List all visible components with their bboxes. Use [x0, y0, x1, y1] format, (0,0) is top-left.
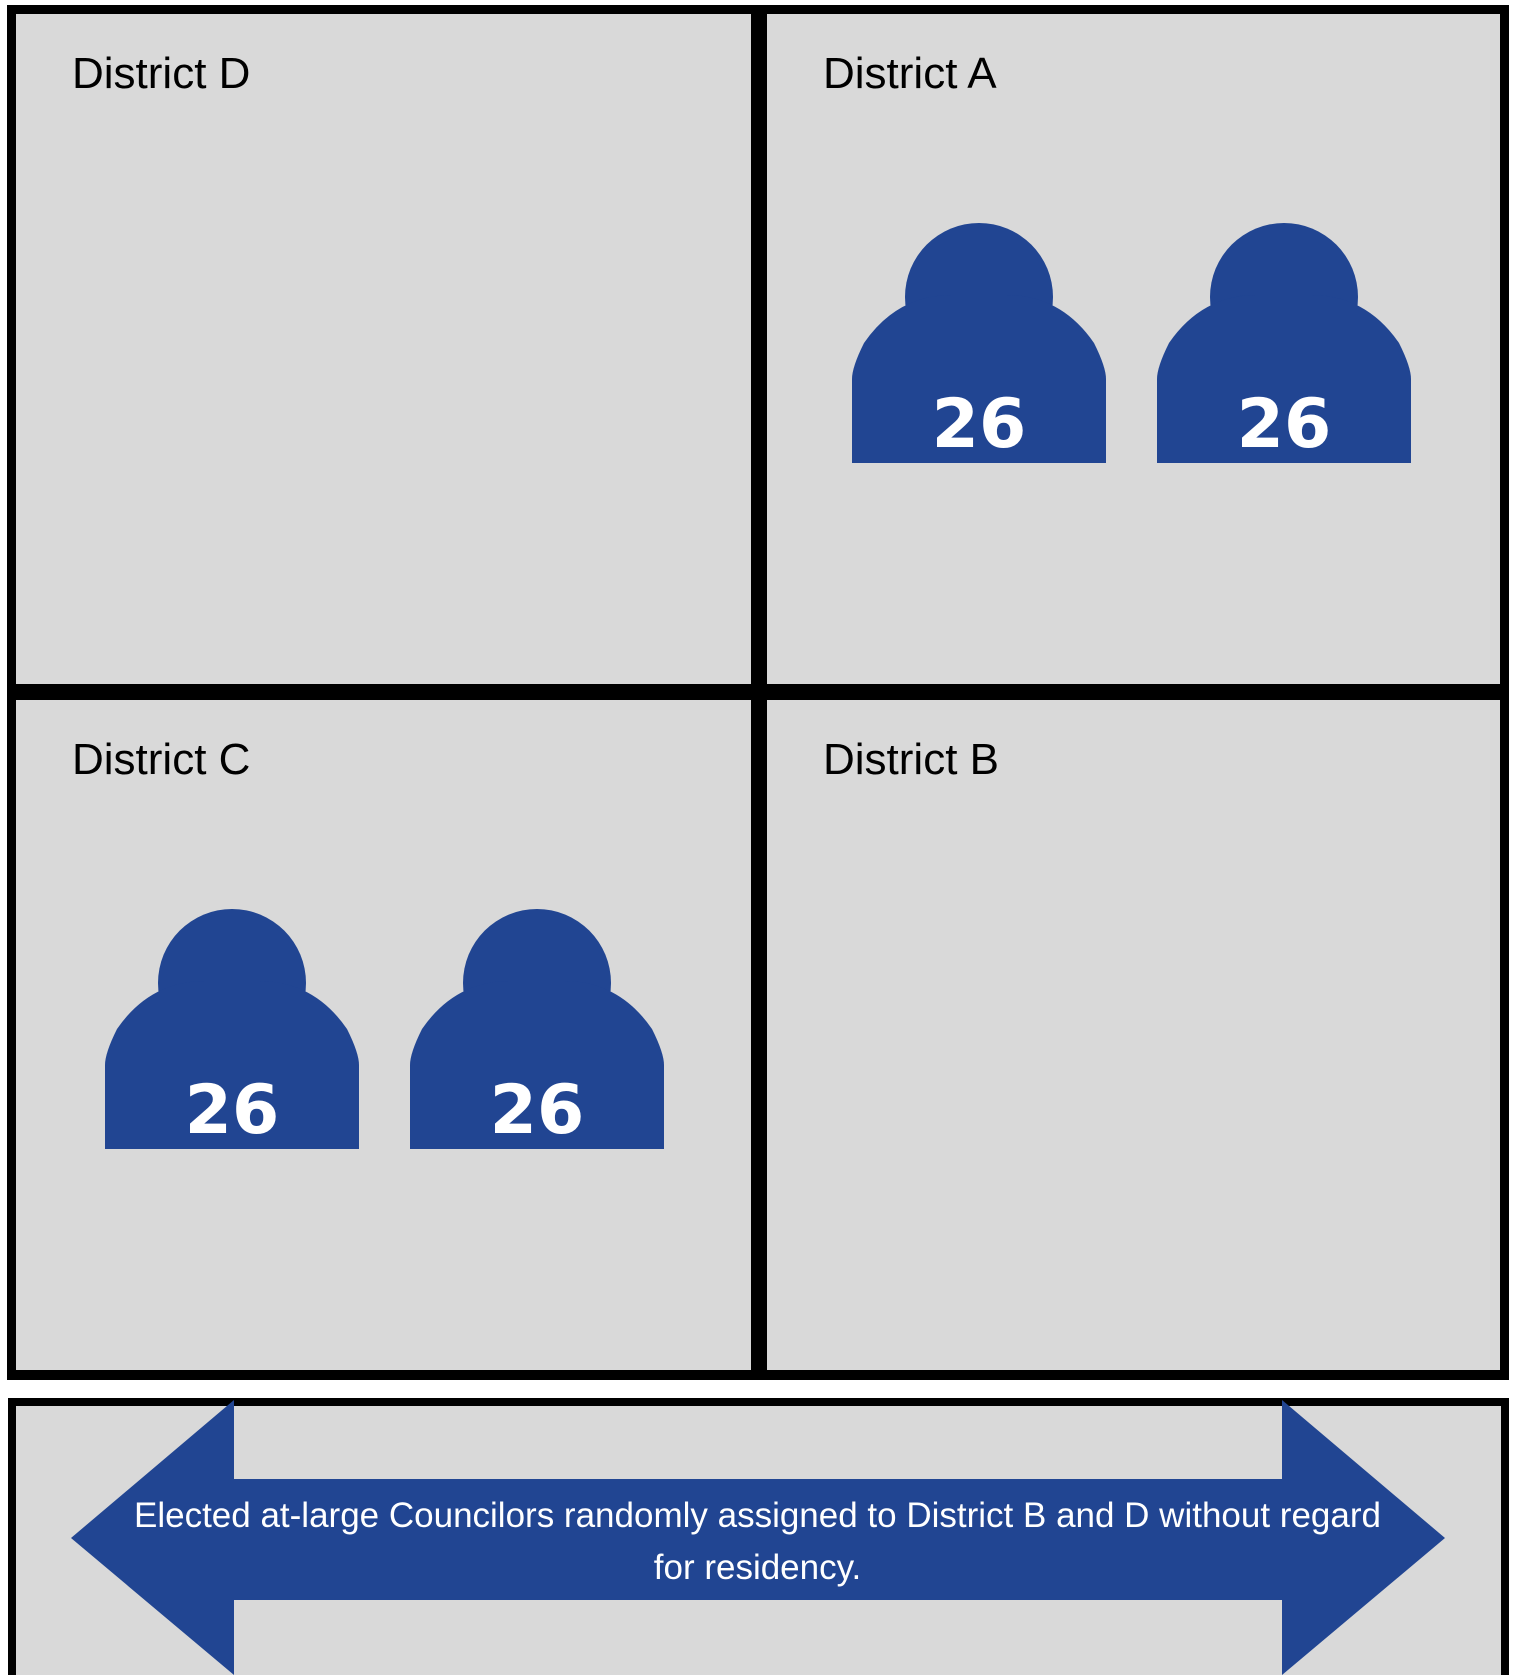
- councilor-person-icon: 26: [1157, 223, 1411, 477]
- district-c-panel: District C 26 26: [16, 700, 751, 1370]
- councilor-number: 26: [1236, 385, 1332, 464]
- district-b-panel: District B: [767, 700, 1500, 1370]
- councilor-number: 26: [931, 385, 1027, 464]
- councilor-person-icon: 26: [852, 223, 1106, 477]
- councilor-person-icon: 26: [105, 909, 359, 1163]
- district-a-panel: District A 26 26: [767, 14, 1500, 684]
- district-a-label: District A: [823, 49, 997, 98]
- district-c-label: District C: [72, 735, 251, 784]
- banner-text: Elected at-large Councilors randomly ass…: [134, 1496, 1381, 1587]
- councilor-person-icon: 26: [410, 909, 664, 1163]
- district-b-label: District B: [823, 735, 999, 784]
- district-d-panel: District D: [16, 14, 751, 684]
- district-d-label: District D: [72, 49, 251, 98]
- councilor-number: 26: [489, 1071, 585, 1150]
- councilor-number: 26: [184, 1071, 280, 1150]
